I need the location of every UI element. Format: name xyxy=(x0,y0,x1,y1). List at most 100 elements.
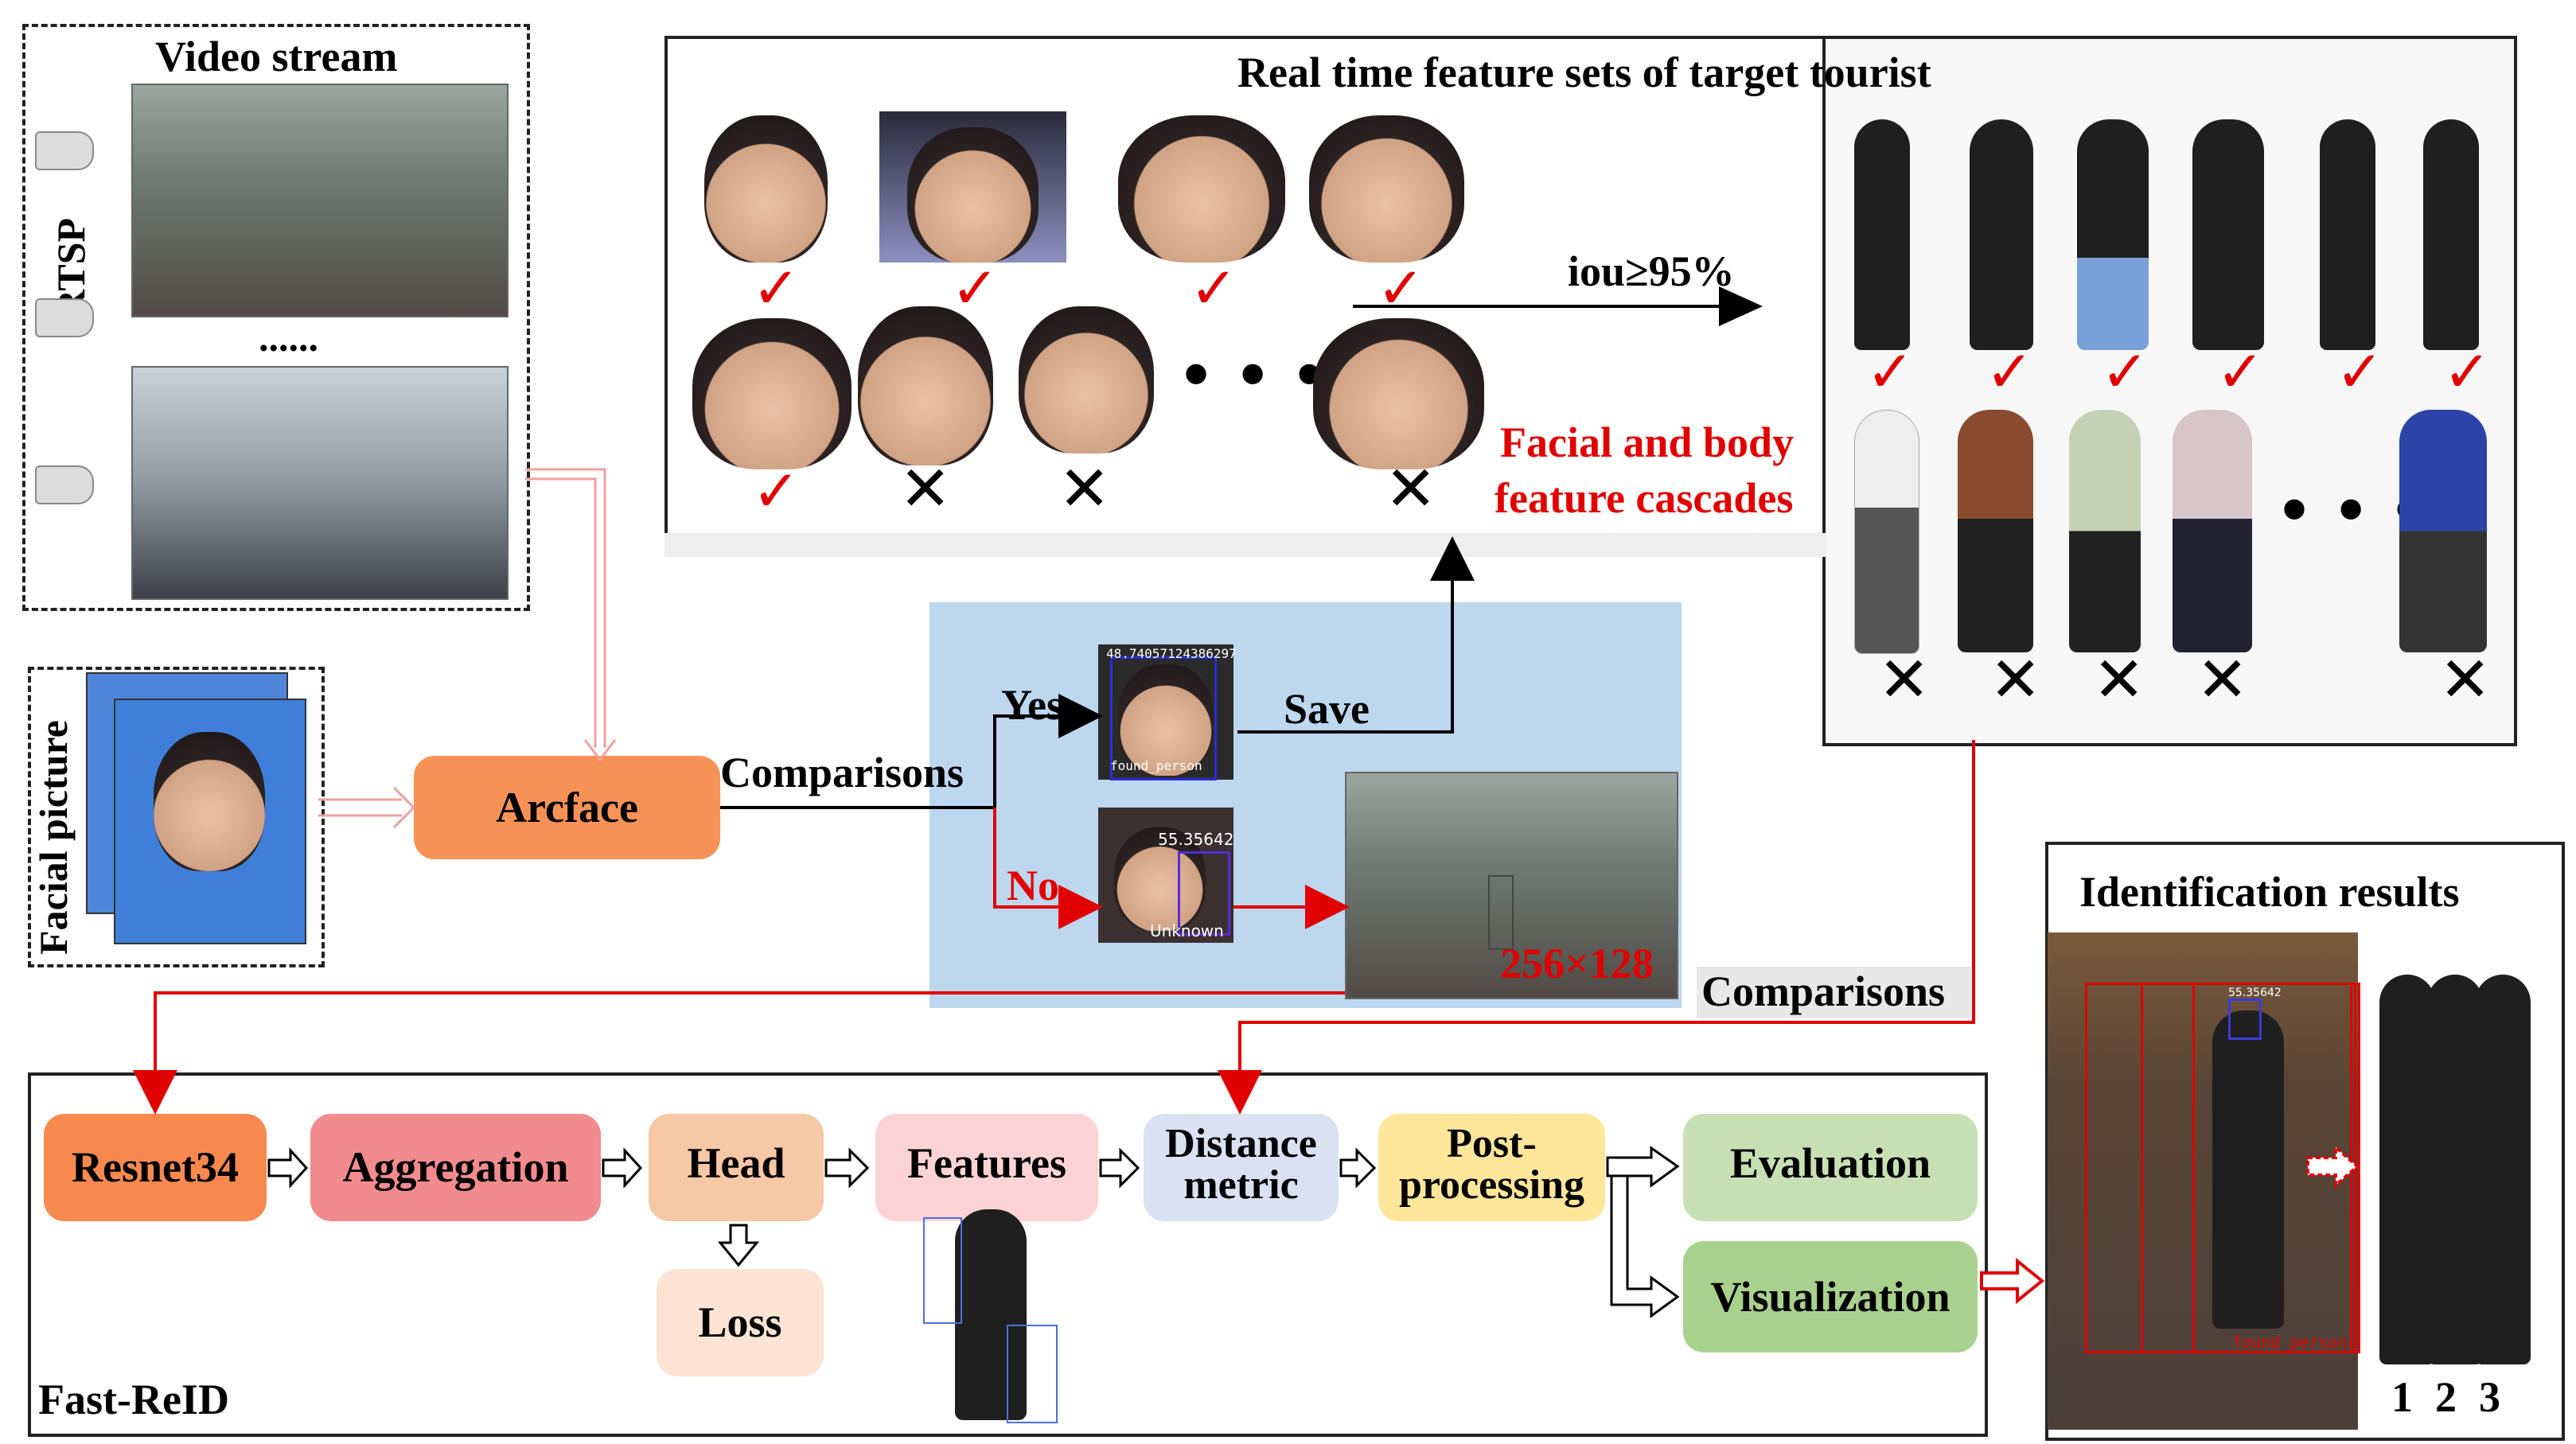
identified-person xyxy=(2212,1010,2284,1329)
body-cross-mark: ✕ xyxy=(2196,644,2249,716)
result-person xyxy=(2475,975,2531,1364)
features-box: Features xyxy=(875,1114,1098,1221)
visualization-box: Visualization xyxy=(1683,1241,1978,1353)
head-label: Head xyxy=(687,1139,785,1187)
body-cross-mark: ✕ xyxy=(2093,644,2145,716)
features-detection-box xyxy=(923,1217,962,1324)
features-person-crop xyxy=(955,1209,1027,1420)
face-icon xyxy=(1118,664,1214,776)
face-icon xyxy=(1309,115,1464,263)
target-body-crop xyxy=(2423,119,2479,350)
unknown-score: 55.35642 xyxy=(1158,830,1234,849)
cascade-label-line1: Facial and body xyxy=(1500,418,1795,466)
identified-face-box xyxy=(2228,998,2262,1040)
face-ellipsis: • • • xyxy=(1178,342,1328,409)
resnet-box: Resnet34 xyxy=(44,1114,267,1221)
identification-tag: found_person xyxy=(2232,1333,2348,1352)
video-frame-gate xyxy=(131,366,509,600)
result-number: 3 xyxy=(2479,1373,2500,1421)
comparisons-label: Comparisons xyxy=(720,749,965,796)
fast-reid-label: Fast-ReID xyxy=(38,1376,229,1423)
other-body-crop xyxy=(1854,410,1919,654)
face-icon xyxy=(704,115,828,263)
camera-icon xyxy=(35,298,94,337)
face-icon xyxy=(907,127,1039,263)
target-body-crop xyxy=(2192,119,2264,350)
face-check-mark: ✓ xyxy=(1190,255,1238,321)
body-cross-mark: ✕ xyxy=(1989,644,2042,716)
arcface-box: Arcface xyxy=(414,756,720,859)
identification-score: 55.35642 xyxy=(2228,987,2282,999)
loss-box: Loss xyxy=(657,1269,824,1376)
found-detection-box xyxy=(1110,656,1217,780)
body-cross-mark: ✕ xyxy=(1878,644,1931,716)
body-check-mark: ✓ xyxy=(1866,338,1915,405)
identification-panel xyxy=(2045,842,2565,1441)
body-check-mark: ✓ xyxy=(2101,338,2149,405)
features-detection-box xyxy=(1007,1325,1058,1423)
no-label: No xyxy=(1007,862,1059,909)
aggregation-box: Aggregation xyxy=(310,1114,601,1221)
result-person xyxy=(2379,975,2435,1364)
iou-label: iou≥95% xyxy=(1568,247,1735,295)
video-ellipsis: ...... xyxy=(259,315,318,360)
result-number: 2 xyxy=(2435,1373,2457,1421)
face-icon xyxy=(154,732,265,871)
distance-label-line1: Distance xyxy=(1165,1121,1317,1166)
face-check-mark: ✓ xyxy=(752,255,801,321)
facial-picture-label: Facial picture xyxy=(31,720,76,955)
post-processing-box: Post- processing xyxy=(1378,1114,1605,1221)
evaluation-label: Evaluation xyxy=(1729,1139,1931,1187)
camera-icon xyxy=(35,131,94,170)
result-number: 1 xyxy=(2391,1373,2413,1421)
save-label: Save xyxy=(1284,685,1370,733)
face-check-mark: ✓ xyxy=(1377,255,1425,321)
arcface-label: Arcface xyxy=(496,784,638,831)
body-check-mark: ✓ xyxy=(1986,338,2034,405)
head-box: Head xyxy=(649,1114,824,1221)
post-label-line2: processing xyxy=(1398,1162,1585,1208)
video-to-arcface-arrow xyxy=(525,468,606,748)
found-tag: found_person xyxy=(1110,758,1202,773)
face-cross-mark: ✕ xyxy=(1058,453,1111,525)
crop-size-label: 256×128 xyxy=(1500,940,1654,987)
evaluation-box: Evaluation xyxy=(1683,1114,1978,1221)
visualization-to-results-arrow xyxy=(1980,1257,2045,1305)
body-cross-mark: ✕ xyxy=(2439,644,2492,716)
feature-sets-shadow xyxy=(664,533,1826,557)
face-icon xyxy=(1114,827,1206,931)
target-body-crop xyxy=(1970,119,2033,350)
other-body-crop xyxy=(2399,410,2487,652)
feature-sets-title: Real time feature sets of target tourist xyxy=(1237,49,1931,96)
video-frame-outdoor xyxy=(131,84,509,317)
unknown-tag: Unknown xyxy=(1150,921,1224,940)
target-body-crop xyxy=(2077,119,2149,350)
other-body-crop xyxy=(1958,410,2033,652)
comparisons-secondary-label: Comparisons xyxy=(1701,967,1946,1015)
found-score: 48.74057124386297 xyxy=(1106,646,1237,661)
body-check-mark: ✓ xyxy=(2216,338,2265,405)
video-stream-panel xyxy=(22,24,530,611)
cascade-label-line2: feature cascades xyxy=(1495,474,1794,522)
face-icon xyxy=(858,306,993,465)
unknown-detection-box xyxy=(1178,851,1230,936)
face-icon xyxy=(1019,306,1154,453)
yes-label: Yes xyxy=(1001,681,1063,729)
features-label: Features xyxy=(907,1139,1066,1187)
picture-to-arcface-arrow xyxy=(318,786,416,829)
aggregation-label: Aggregation xyxy=(342,1143,569,1191)
face-icon xyxy=(692,318,852,469)
body-check-mark: ✓ xyxy=(2443,338,2492,405)
face-check-mark: ✓ xyxy=(951,255,1000,321)
other-body-crop xyxy=(2173,410,2252,652)
body-check-mark: ✓ xyxy=(2336,338,2384,405)
video-stream-title: Video stream xyxy=(155,33,398,80)
other-body-crop xyxy=(2069,410,2141,652)
result-person xyxy=(2427,975,2483,1364)
visualization-label: Visualization xyxy=(1710,1273,1951,1321)
distance-label-line2: metric xyxy=(1183,1162,1299,1208)
target-body-crop xyxy=(1854,119,1910,350)
loss-label: Loss xyxy=(698,1298,782,1346)
identification-title: Identification results xyxy=(2079,868,2460,916)
target-body-crop xyxy=(2320,119,2375,350)
